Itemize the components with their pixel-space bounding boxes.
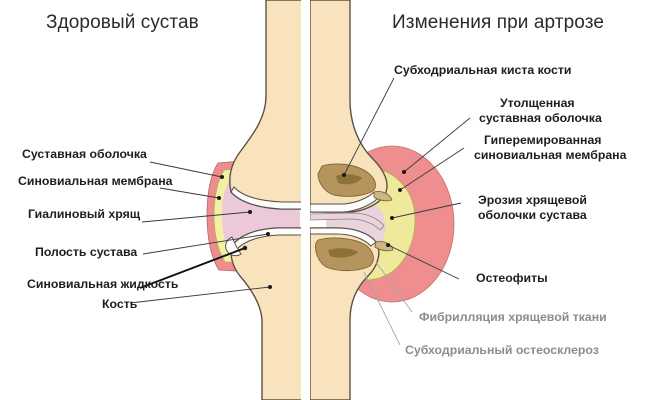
sclerosis-detail-lower xyxy=(328,248,358,258)
label-hyperemic-membrane-line2: синовиальная мембрана xyxy=(474,148,627,162)
upper-bone-healthy xyxy=(229,0,302,210)
label-subchondral-bone-cyst: Субходриальная киста кости xyxy=(394,63,572,77)
arthritic-joint-group xyxy=(309,0,455,400)
upper-cartilage-healthy xyxy=(230,186,302,210)
narrowed-joint-space xyxy=(309,212,385,231)
label-bone: Кость xyxy=(102,297,138,311)
label-cartilage-fibrillation: Фибрилляция хрящевой ткани xyxy=(419,310,607,324)
panel-divider-gap xyxy=(301,0,310,400)
label-articular-capsule: Суставная оболочка xyxy=(22,147,147,161)
label-subchondral-osteosclerosis: Субходриальный остеосклероз xyxy=(405,343,599,357)
label-osteophytes: Остеофиты xyxy=(476,271,548,285)
label-thickened-capsule-line2: суставная оболочка xyxy=(479,111,602,125)
label-hyaline-cartilage: Гиалиновый хрящ xyxy=(28,207,141,221)
label-cartilage-erosion-line1: Эрозия хрящевой xyxy=(478,193,587,207)
eroded-cartilage-lower xyxy=(309,227,377,247)
label-synovial-membrane: Синовиальная мембрана xyxy=(18,174,173,188)
healthy-joint-group xyxy=(206,0,302,400)
label-cartilage-erosion-line2: оболочки сустава xyxy=(478,208,587,222)
lower-bone-healthy xyxy=(230,227,302,400)
label-thickened-capsule-line1: Утолщенная xyxy=(500,96,575,110)
label-joint-cavity: Полость сустава xyxy=(35,245,138,259)
label-hyperemic-membrane-line1: Гиперемированная xyxy=(484,133,602,147)
page-title-arthritic: Изменения при артрозе xyxy=(392,12,604,33)
page-title-healthy: Здоровый сустав xyxy=(46,12,199,33)
osteophyte-upper xyxy=(373,191,393,202)
label-synovial-fluid: Синовиальная жидкость xyxy=(27,277,179,291)
